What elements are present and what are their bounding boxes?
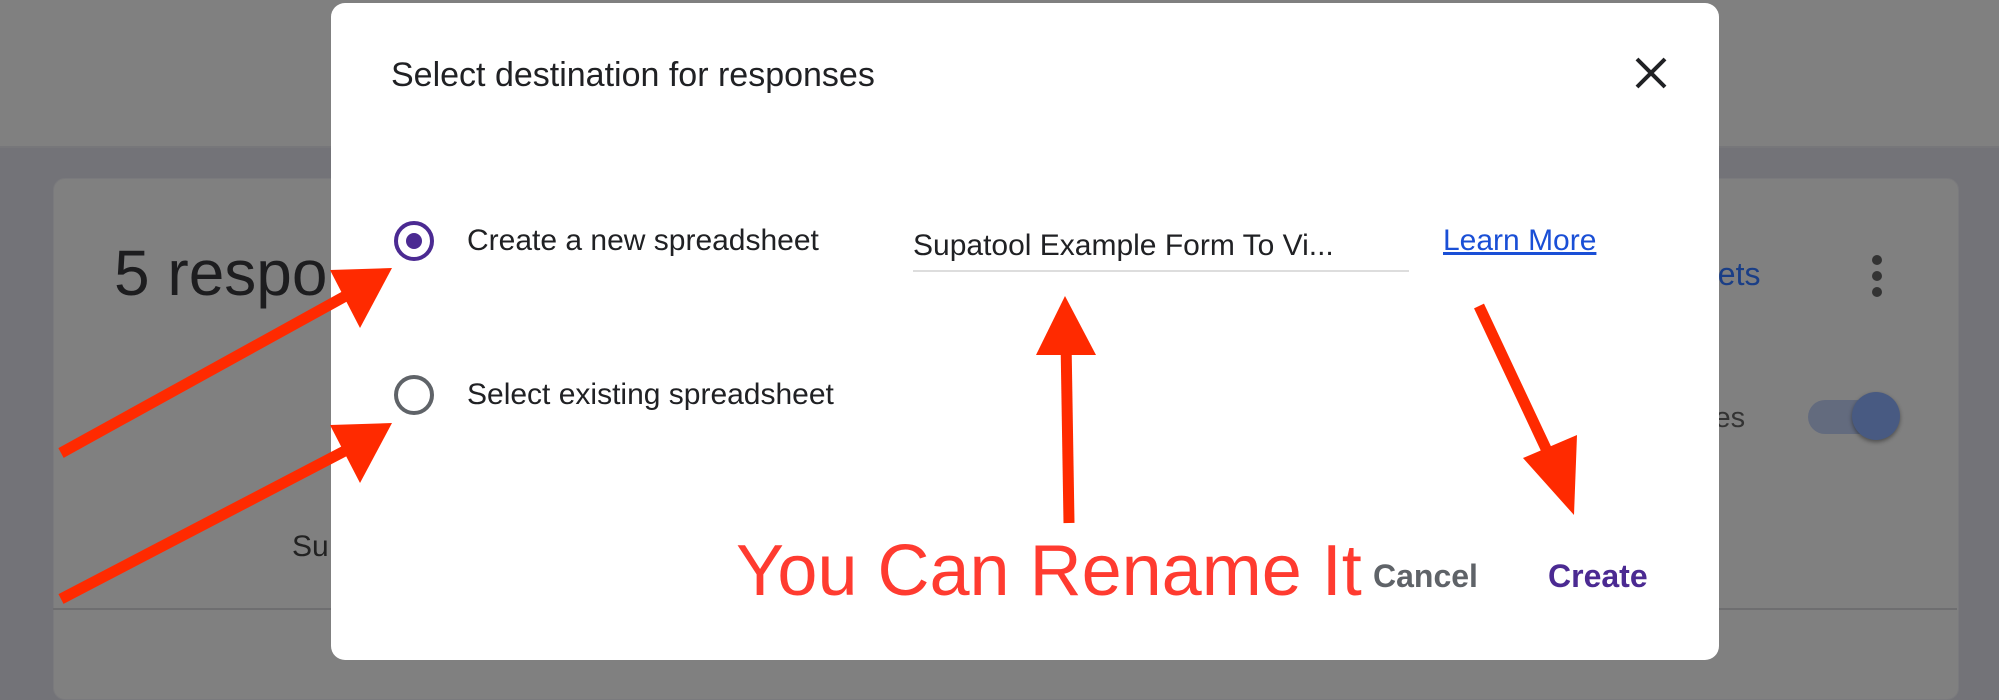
- dialog-title: Select destination for responses: [391, 56, 875, 94]
- spreadsheet-name-input[interactable]: [913, 222, 1409, 272]
- cancel-button[interactable]: Cancel: [1373, 558, 1478, 594]
- create-button[interactable]: Create: [1548, 558, 1648, 594]
- arrow-to-name-input-icon: [1036, 296, 1096, 524]
- more-options-icon[interactable]: [1870, 255, 1884, 303]
- annotation-text: You Can Rename It: [736, 531, 1362, 611]
- arrow-to-create-new-icon: [58, 268, 392, 458]
- option-label-create-new[interactable]: Create a new spreadsheet: [467, 224, 819, 257]
- tab-summary[interactable]: Su: [292, 530, 329, 563]
- toggle-knob[interactable]: [1852, 392, 1900, 440]
- responses-count: 5 respo: [114, 237, 328, 309]
- close-icon[interactable]: [1633, 55, 1669, 91]
- option-label-select-existing[interactable]: Select existing spreadsheet: [467, 378, 834, 411]
- arrow-to-select-existing-icon: [58, 423, 392, 604]
- radio-select-existing-spreadsheet[interactable]: [394, 375, 434, 415]
- learn-more-link[interactable]: Learn More: [1443, 224, 1597, 257]
- radio-create-new-spreadsheet[interactable]: [394, 221, 434, 261]
- annotation-arrows: [58, 268, 1577, 604]
- arrow-to-create-button-icon: [1474, 303, 1577, 515]
